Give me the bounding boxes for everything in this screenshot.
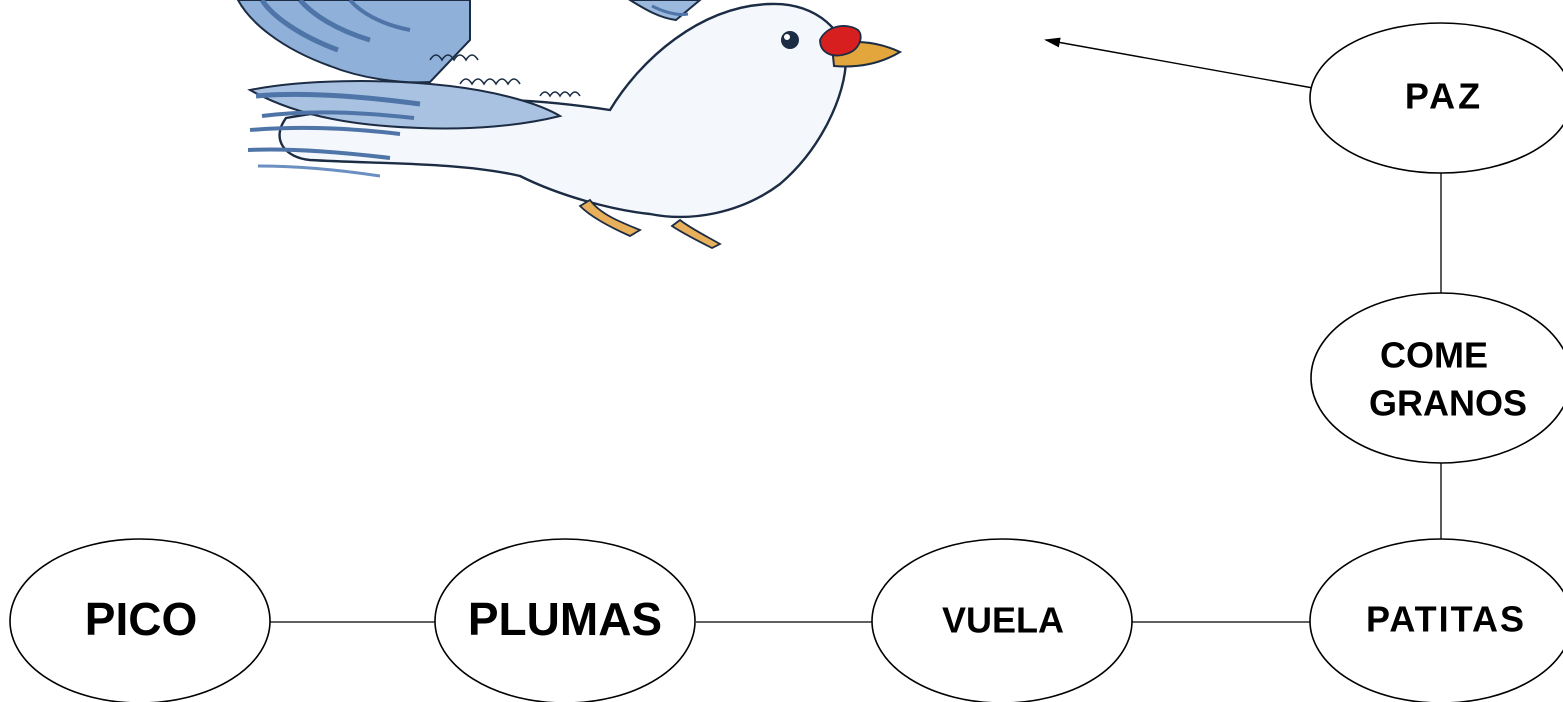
node-patitas-label: PATITAS	[1366, 599, 1526, 640]
node-plumas-label: PLUMAS	[468, 593, 662, 645]
node-vuela-label: VUELA	[942, 600, 1064, 641]
dove-eye	[781, 31, 799, 49]
dove-illustration	[238, 0, 900, 248]
node-plumas: PLUMAS	[435, 539, 695, 702]
node-vuela: VUELA	[872, 539, 1132, 702]
paz-to-dove-arrow	[1046, 40, 1313, 88]
node-come-granos: COME GRANOS	[1311, 293, 1563, 463]
node-paz-label: PAZ	[1405, 76, 1483, 117]
node-come-granos-label-line2: GRANOS	[1369, 383, 1527, 424]
node-paz: PAZ	[1310, 23, 1563, 173]
node-patitas: PATITAS	[1310, 539, 1563, 702]
node-pico-label: PICO	[85, 593, 197, 645]
dove-upper-wing	[238, 0, 700, 82]
node-come-granos-label-line1: COME	[1380, 335, 1488, 376]
node-pico: PICO	[10, 539, 270, 702]
